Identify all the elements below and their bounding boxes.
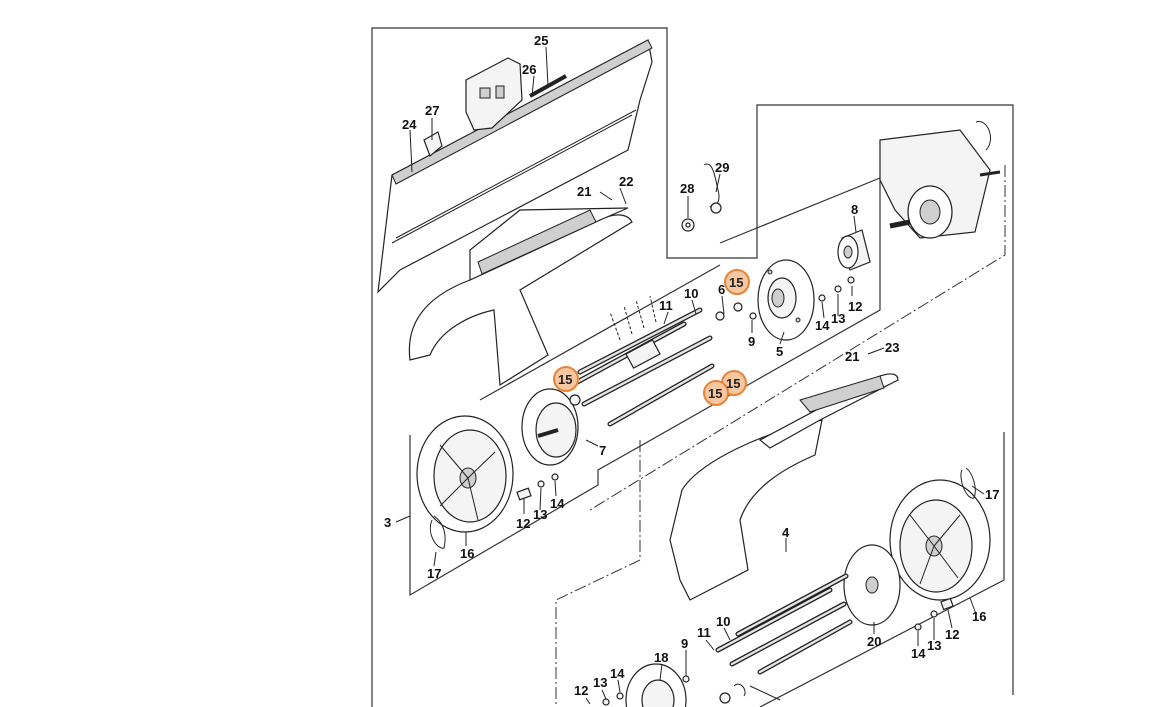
callout-13-right: 13 [927, 638, 941, 653]
callout-11-lower: 11 [697, 625, 711, 640]
hub-disc-18 [625, 663, 687, 707]
callout-17-left: 17 [427, 566, 441, 581]
highlight-markers [553, 269, 750, 406]
leader-lines [395, 46, 985, 705]
callout-20: 20 [867, 634, 881, 649]
callout-25: 25 [534, 33, 548, 48]
clip-27 [423, 131, 443, 158]
callout-28: 28 [680, 181, 694, 196]
callout-13-lower: 13 [593, 675, 607, 690]
callout-21-lower: 21 [845, 349, 859, 364]
highlight-15-d[interactable] [703, 380, 729, 406]
hub-disc-5 [757, 259, 815, 341]
hinge-bracket [465, 57, 567, 131]
washer-28 [681, 218, 695, 232]
gearbox [879, 121, 1001, 239]
bushing-8 [837, 229, 871, 271]
callout-15-a: 15 [729, 275, 743, 290]
upper-cover [408, 207, 633, 387]
callout-18: 18 [654, 650, 668, 665]
hub-disc-7 [521, 388, 581, 466]
callout-12-left: 12 [516, 516, 530, 531]
callout-27: 27 [425, 103, 439, 118]
callout-12-upper: 12 [848, 299, 862, 314]
callout-13-left: 13 [533, 507, 547, 522]
callout-13-upper: 13 [831, 311, 845, 326]
callout-24: 24 [402, 117, 417, 132]
wheel-right [889, 479, 991, 601]
callout-14-left: 14 [550, 496, 565, 511]
callout-16-right: 16 [972, 609, 986, 624]
callout-26: 26 [522, 62, 536, 77]
pin-17-left [430, 515, 446, 549]
roller-rods [567, 307, 715, 427]
frame-outlines [371, 27, 1014, 707]
callout-21-upper: 21 [577, 184, 591, 199]
highlight-15-a[interactable] [724, 269, 750, 295]
pin-17-right [960, 467, 976, 499]
callout-12-right: 12 [945, 627, 959, 642]
callout-14-right: 14 [911, 646, 926, 661]
callout-10-lower: 10 [716, 614, 730, 629]
callout-14-upper: 14 [815, 318, 830, 333]
brush-detail [609, 295, 661, 369]
lower-cover [669, 373, 899, 601]
callout-29: 29 [715, 160, 729, 175]
hub-disc-20 [843, 544, 901, 626]
callout-8: 8 [851, 202, 858, 217]
callout-10-upper: 10 [684, 286, 698, 301]
callout-22: 22 [619, 174, 633, 189]
fasteners-right [715, 276, 855, 321]
callout-7: 7 [599, 443, 606, 458]
callout-11-upper: 11 [659, 298, 673, 313]
wheel-left [416, 415, 514, 533]
fasteners-left [516, 473, 559, 501]
callout-9-lower: 9 [681, 636, 688, 651]
fasteners-lower [602, 597, 954, 706]
callout-14-lower: 14 [610, 666, 625, 681]
callout-9-upper: 9 [748, 334, 755, 349]
callout-6: 6 [718, 282, 725, 297]
lower-rods [715, 573, 853, 675]
callout-labels: 25 26 27 24 21 22 29 28 8 15 6 11 10 9 1… [384, 33, 999, 698]
highlight-15-b[interactable] [553, 366, 579, 392]
callout-23: 23 [885, 340, 899, 355]
callout-15-d: 15 [708, 386, 722, 401]
callout-4: 4 [782, 525, 790, 540]
spring-29 [703, 163, 722, 214]
callout-15-c: 15 [726, 376, 740, 391]
callout-17-right: 17 [985, 487, 999, 502]
callout-15-b: 15 [558, 372, 572, 387]
callout-3: 3 [384, 515, 391, 530]
callout-12-lower: 12 [574, 683, 588, 698]
callout-5: 5 [776, 344, 783, 359]
callout-16-left: 16 [460, 546, 474, 561]
